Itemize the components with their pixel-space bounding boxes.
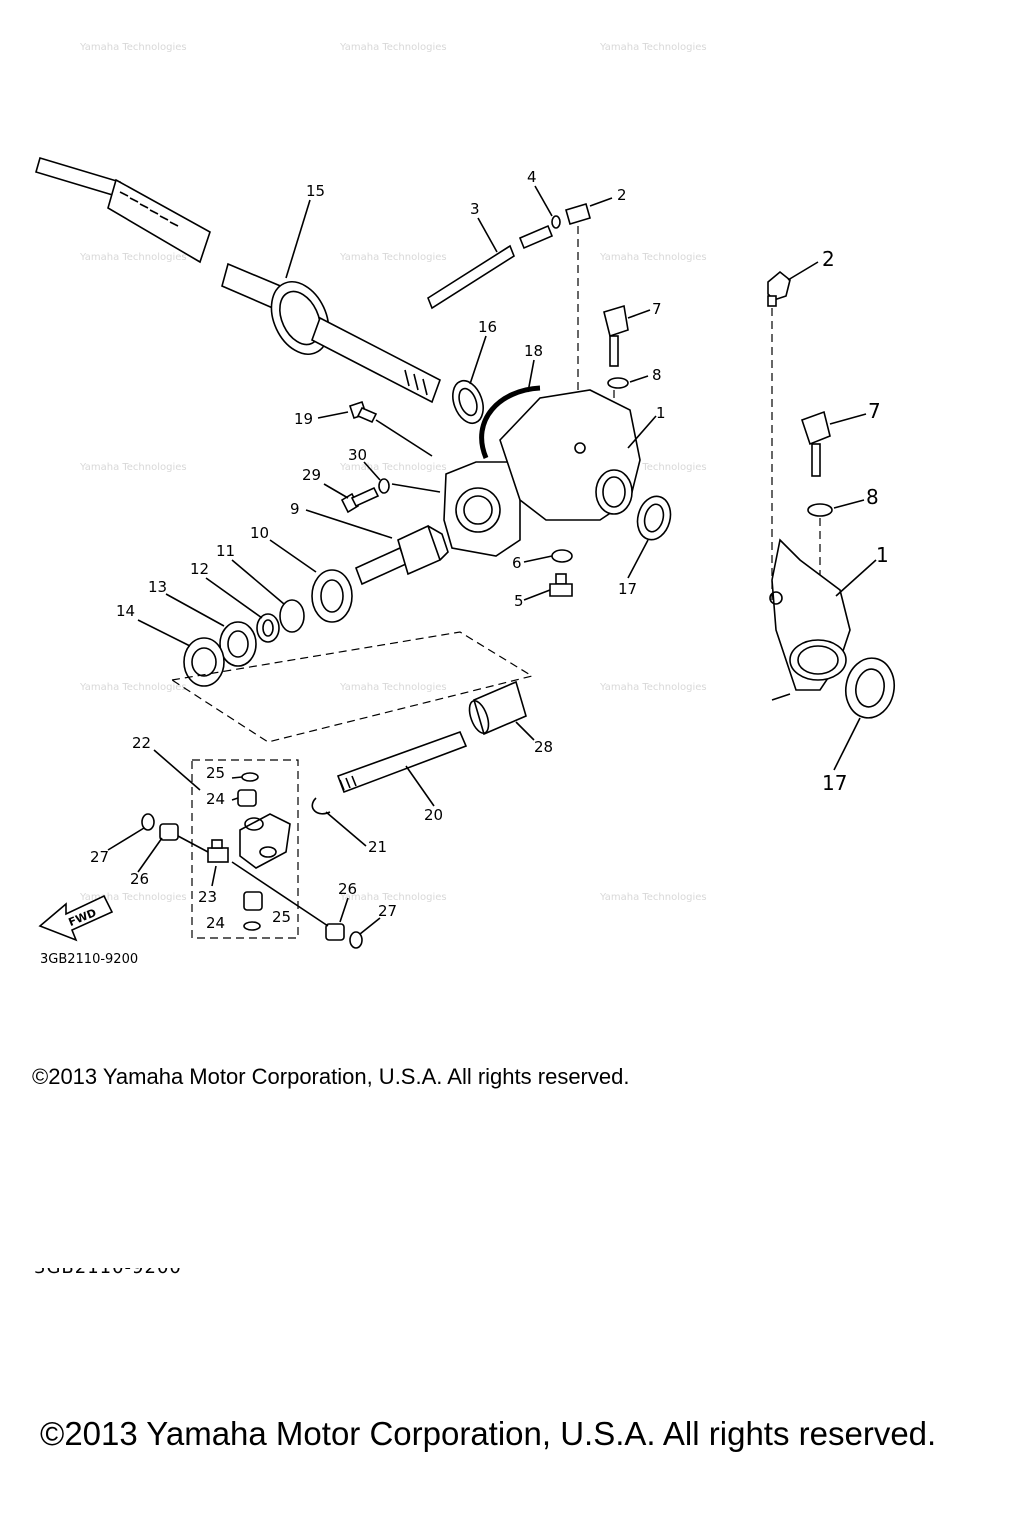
circlip-25b-part <box>243 921 261 931</box>
callout-2: 2 <box>617 186 627 204</box>
callout-10: 10 <box>250 524 269 542</box>
gasket-6-part <box>551 549 573 563</box>
oil-seal-part <box>452 379 484 425</box>
callout-22: 22 <box>132 734 151 752</box>
oil-seal-detail <box>844 657 896 719</box>
callout-detail-2: 2 <box>822 247 835 271</box>
gear-case-detail <box>769 538 851 701</box>
callout-detail-8: 8 <box>866 485 879 509</box>
callout-detail-1: 1 <box>876 543 889 567</box>
callout-21: 21 <box>368 838 387 856</box>
callout-27b: 27 <box>378 902 397 920</box>
copyright-notice: ©2013 Yamaha Motor Corporation, U.S.A. A… <box>32 1064 630 1089</box>
yoke-part <box>239 813 291 869</box>
callout-4: 4 <box>527 168 537 186</box>
fwd-arrow-icon: FWD <box>38 894 114 942</box>
callout-9: 9 <box>290 500 300 518</box>
plug-part <box>603 304 629 389</box>
bearing-cup-24-part <box>237 789 257 807</box>
callout-25: 25 <box>206 764 225 782</box>
callout-20: 20 <box>424 806 443 824</box>
callout-6: 6 <box>512 554 522 572</box>
washer-27-part <box>141 813 155 831</box>
callout-23: 23 <box>198 888 217 906</box>
watermark-text: Yamaha Technologies <box>339 682 447 693</box>
callout-19: 19 <box>294 410 313 428</box>
callout-29: 29 <box>302 466 321 484</box>
watermark-layer: Yamaha Technologies Yamaha Technologies … <box>79 42 707 903</box>
callout-detail-17: 17 <box>822 771 847 795</box>
callout-24: 24 <box>206 790 225 808</box>
watermark-text: Yamaha Technologies <box>79 462 187 473</box>
oil-seal-17-part <box>636 495 672 541</box>
watermark-text: Yamaha Technologies <box>339 462 447 473</box>
callout-3: 3 <box>470 200 480 218</box>
watermark-text: Yamaha Technologies <box>599 682 707 693</box>
shim-11-part <box>279 599 305 633</box>
callout-28: 28 <box>534 738 553 756</box>
watermark-text: Yamaha Technologies <box>339 252 447 263</box>
watermark-text: Yamaha Technologies <box>79 892 187 903</box>
o-ring-detail <box>807 503 833 517</box>
washer-30-part <box>378 478 390 494</box>
callout-11: 11 <box>216 542 235 560</box>
gear-case-part <box>443 389 641 557</box>
spider-23-part <box>207 839 229 863</box>
drive-shaft-part <box>336 730 468 794</box>
callout-13: 13 <box>148 578 167 596</box>
watermark-text: Yamaha Technologies <box>599 42 707 53</box>
watermark-text: Yamaha Technologies <box>79 252 187 263</box>
axle-shaft-part <box>35 157 441 404</box>
watermark-text: Yamaha Technologies <box>339 892 447 903</box>
callout-24b: 24 <box>206 914 225 932</box>
callout-26: 26 <box>130 870 149 888</box>
part-reference-cropped: 3GB2110-9200 <box>34 1268 182 1280</box>
washer-27b-part <box>349 931 363 949</box>
callout-5: 5 <box>514 592 524 610</box>
drain-bolt-5-part <box>549 573 573 597</box>
watermark-text: Yamaha Technologies <box>599 892 707 903</box>
watermark-text: Yamaha Technologies <box>339 42 447 53</box>
circlip-25-part <box>241 772 259 782</box>
callout-16: 16 <box>478 318 497 336</box>
circlip-part <box>311 797 331 815</box>
watermark-text: Yamaha Technologies <box>599 252 707 263</box>
watermark-text: Yamaha Technologies <box>599 462 707 473</box>
part-reference: 3GB2110-9200 <box>40 952 138 967</box>
callout-25b: 25 <box>272 908 291 926</box>
callout-8: 8 <box>652 366 662 384</box>
breather-elbow-detail <box>767 270 791 307</box>
bearing-cup-24b-part <box>243 891 263 911</box>
callout-18: 18 <box>524 342 543 360</box>
callout-14: 14 <box>116 602 135 620</box>
watermark-text: Yamaha Technologies <box>79 42 187 53</box>
callout-1: 1 <box>656 404 666 422</box>
cup-26b-part <box>325 923 345 941</box>
callout-26b: 26 <box>338 880 357 898</box>
bearing-10-part <box>311 569 353 623</box>
ring-nut-14-part <box>183 637 225 687</box>
bolt-29-part <box>340 486 380 514</box>
callout-detail-7: 7 <box>868 399 881 423</box>
plug-detail <box>800 410 831 477</box>
callout-7: 7 <box>652 300 662 318</box>
callout-30: 30 <box>348 446 367 464</box>
pinion-gear-part <box>354 524 449 586</box>
copyright-notice-large: ©2013 Yamaha Motor Corporation, U.S.A. A… <box>40 1415 937 1452</box>
callout-27: 27 <box>90 848 109 866</box>
watermark-text: Yamaha Technologies <box>79 682 187 693</box>
coupling-sleeve-part <box>468 680 527 736</box>
ujoint-kit-outline <box>191 759 299 939</box>
bearing-12-part <box>256 613 280 643</box>
callout-17: 17 <box>618 580 637 598</box>
breather-hose-part <box>427 203 591 310</box>
cup-26-part <box>159 823 179 841</box>
callout-15: 15 <box>306 182 325 200</box>
bearing-13-part <box>219 621 257 667</box>
callout-12: 12 <box>190 560 209 578</box>
bolt-19-part <box>348 400 378 424</box>
o-ring-part <box>479 385 541 459</box>
